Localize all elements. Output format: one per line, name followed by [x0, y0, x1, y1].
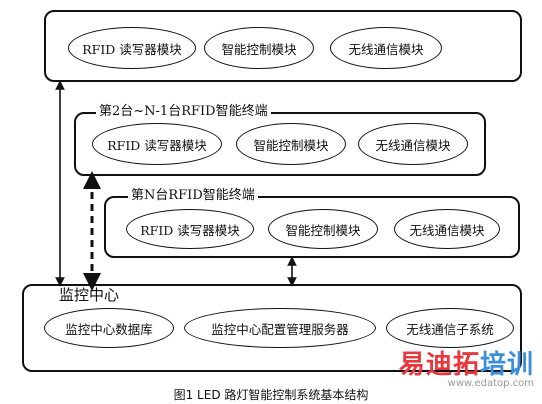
terminal-2-control-module: 智能控制模块 [236, 123, 346, 165]
figure-caption: 图1 LED 路灯智能控制系统基本结构 [173, 388, 369, 402]
terminal-1-control-module: 智能控制模块 [204, 27, 314, 69]
monitor-center-title: 监控中心 [56, 286, 123, 304]
terminal-1-rfid-module: RFID 读写器模块 [68, 27, 196, 69]
watermark-char: 培 [479, 350, 507, 380]
terminal-n-rfid-module: RFID 读写器模块 [126, 209, 254, 249]
terminal-n-control-module: 智能控制模块 [268, 209, 378, 249]
terminal-n-wireless-module: 无线通信模块 [394, 209, 500, 249]
terminal-2-wireless-module: 无线通信模块 [358, 123, 468, 165]
watermark-char: 迪 [425, 350, 453, 380]
monitor-center-wireless-subsystem: 无线通信子系统 [386, 308, 514, 348]
terminal-n-title: 第N台RFID智能终端 [128, 188, 258, 204]
monitor-center-config-server: 监控中心配置管理服务器 [184, 308, 376, 348]
terminal-2-title: 第2台~N-1台RFID智能终端 [96, 104, 271, 120]
watermark-logo-text: 易迪拓培训 [399, 352, 534, 378]
watermark-char: 训 [506, 350, 534, 380]
edatop-watermark: 易迪拓培训 www.edatop.com [399, 352, 534, 389]
monitor-center-database: 监控中心数据库 [44, 308, 174, 348]
watermark-char: 易 [398, 350, 426, 380]
terminal-1-wireless-module: 无线通信模块 [330, 27, 442, 69]
watermark-url: www.edatop.com [447, 378, 534, 389]
terminal-2-rfid-module: RFID 读写器模块 [92, 123, 222, 165]
watermark-char: 拓 [452, 350, 480, 380]
